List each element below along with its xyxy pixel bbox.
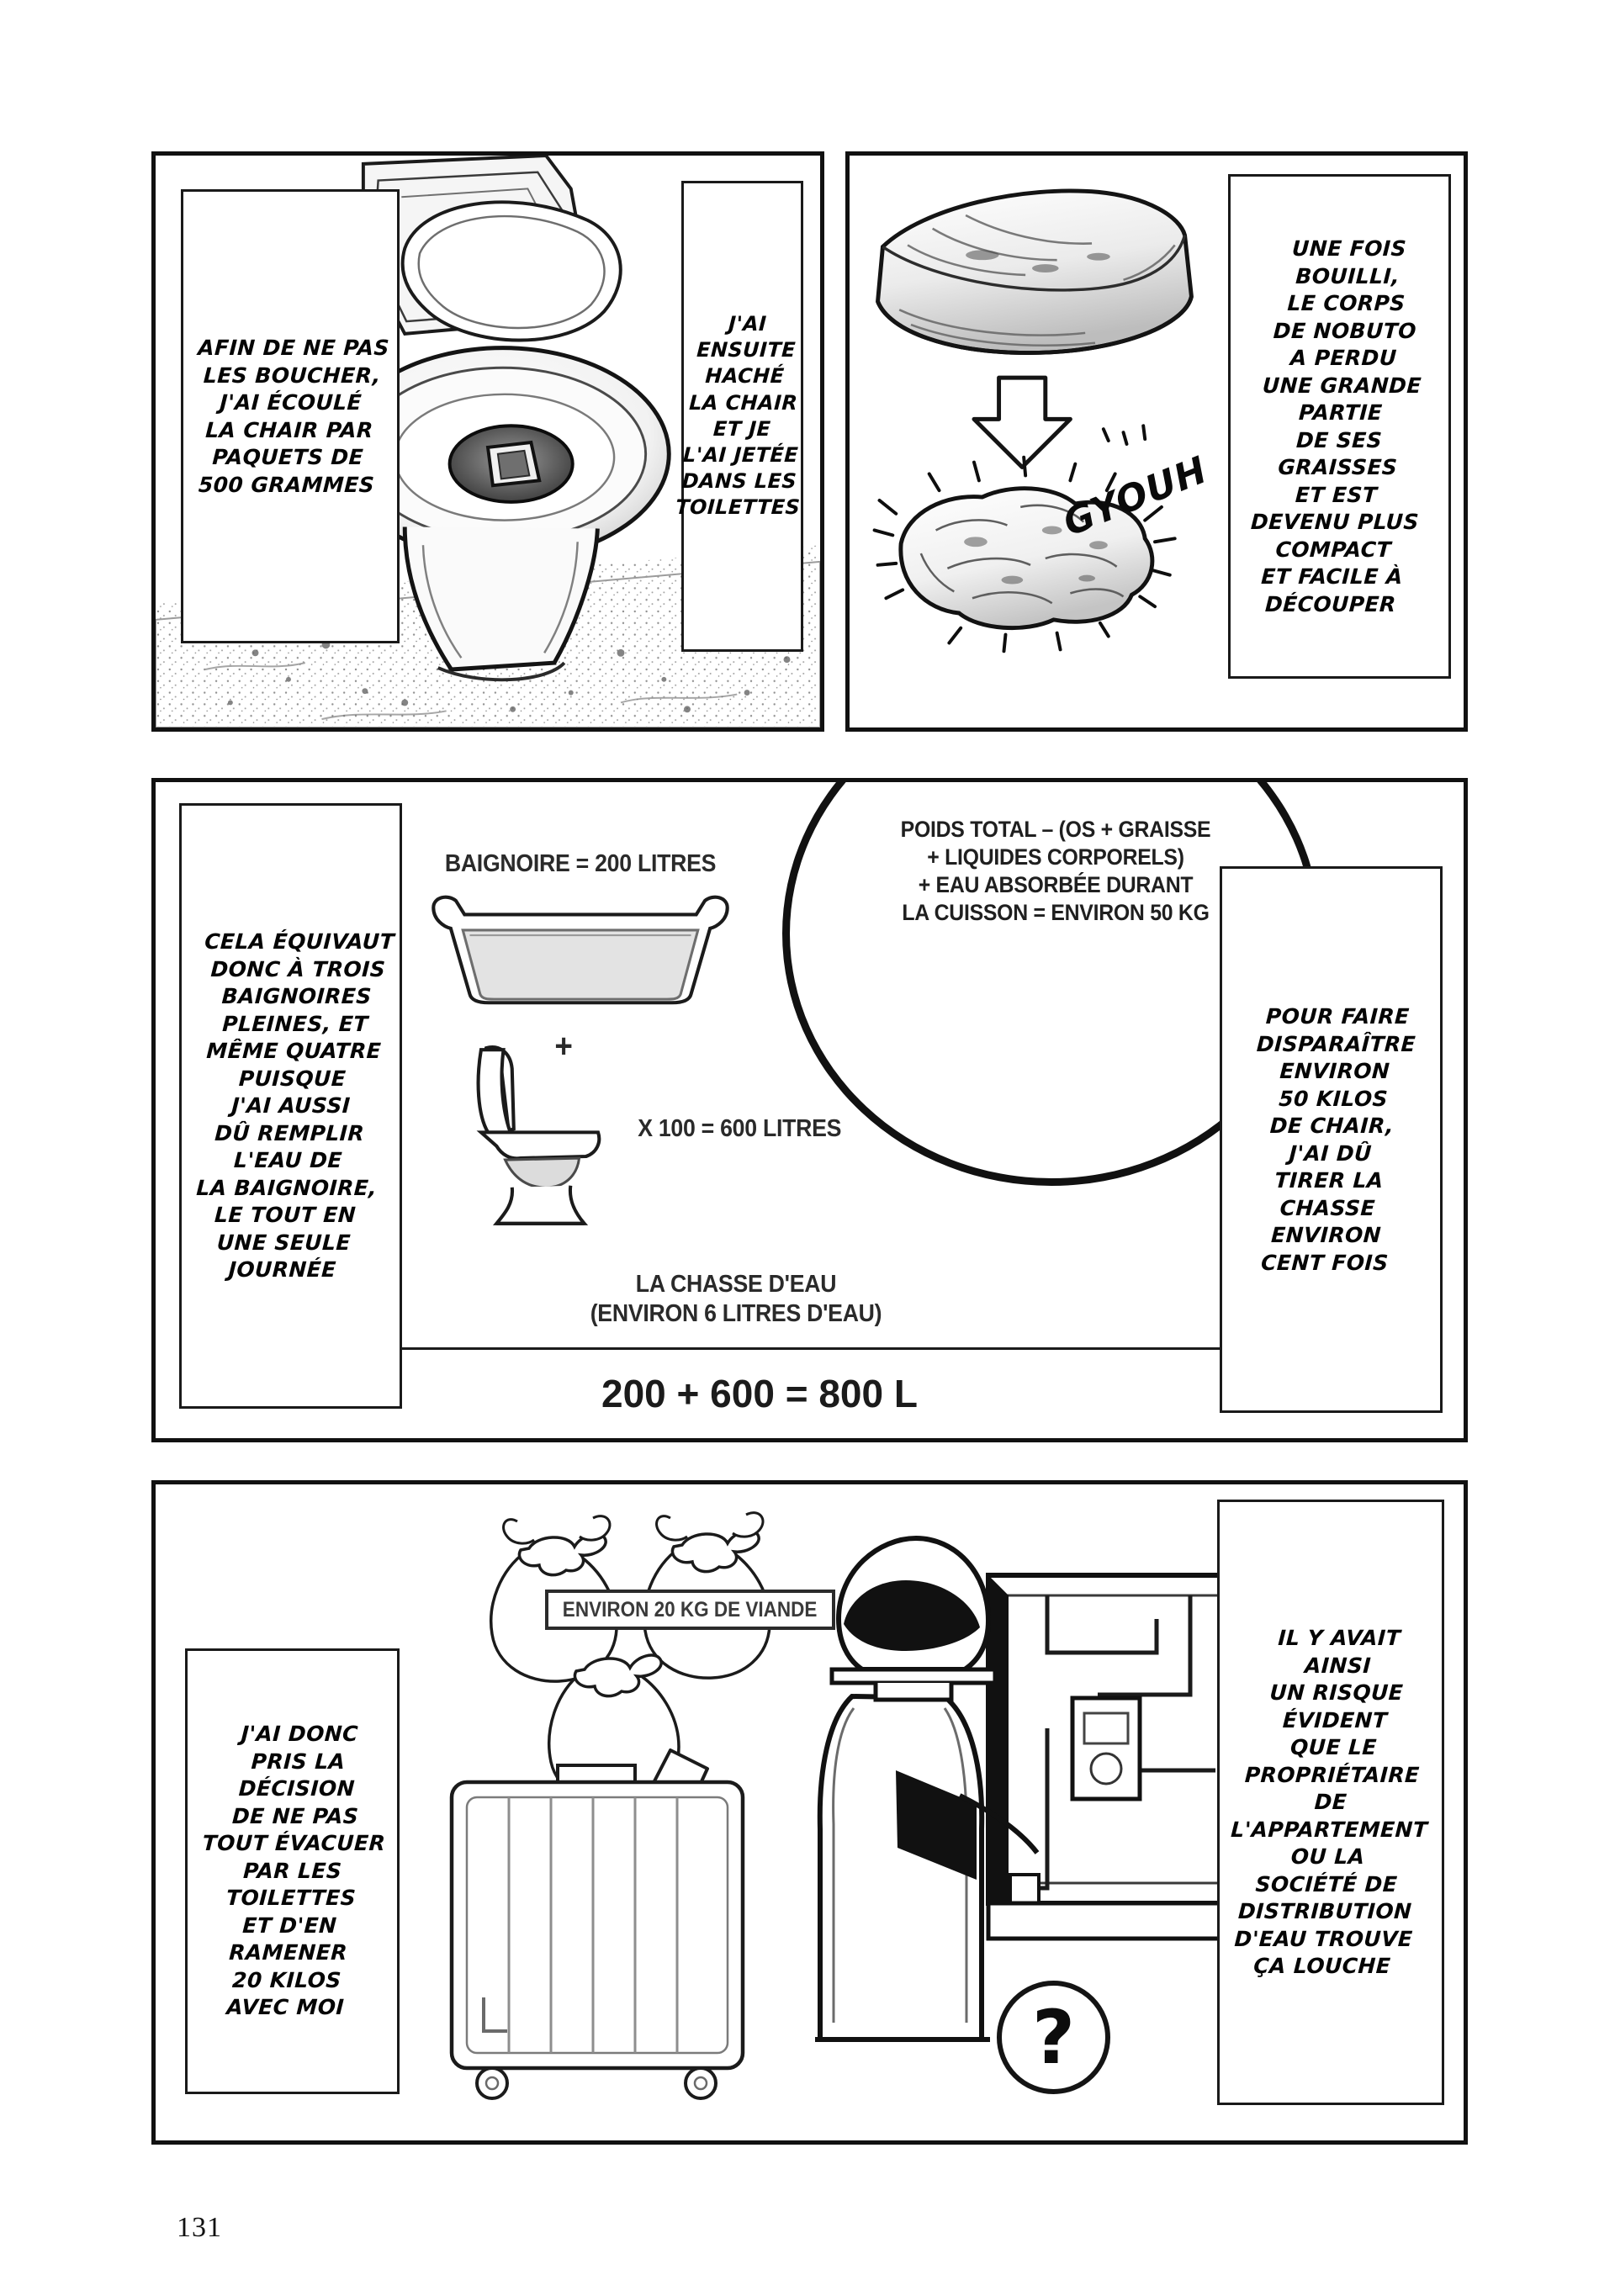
caption-take-20-kilos-text: J'AI DONC PRIS LA DÉCISION DE NE PAS TOU… bbox=[201, 1722, 386, 2020]
panel-toilet-flush: AFIN DE NE PAS LES BOUCHER, J'AI ÉCOULÉ … bbox=[151, 151, 824, 732]
cloth-bags-illustration bbox=[490, 1511, 771, 1796]
question-mark-text: ? bbox=[1031, 1994, 1076, 2081]
caption-flush-packets: AFIN DE NE PAS LES BOUCHER, J'AI ÉCOULÉ … bbox=[181, 189, 400, 643]
caption-landlord-risk: IL Y AVAIT AINSI UN RISQUE ÉVIDENT QUE L… bbox=[1217, 1500, 1444, 2105]
label-flush-note: LA CHASSE D'EAU (ENVIRON 6 LITRES D'EAU) bbox=[590, 1271, 882, 1328]
label-bathtub: BAIGNOIRE = 200 LITRES bbox=[444, 850, 717, 877]
caption-three-bathtubs: CELA ÉQUIVAUT DONC À TROIS BAIGNOIRES PL… bbox=[179, 803, 402, 1409]
bathtub-illustration bbox=[432, 895, 729, 1005]
caption-boiled-body-text: UNE FOIS BOUILLI, LE CORPS DE NOBUTO A P… bbox=[1249, 235, 1422, 616]
caption-take-20-kilos: J'AI DONC PRIS LA DÉCISION DE NE PAS TOU… bbox=[185, 1648, 400, 2094]
label-plus: + bbox=[554, 1028, 573, 1065]
question-bubble: ? bbox=[997, 1981, 1110, 2094]
label-toilet-multiplier: X 100 = 600 LITRES bbox=[638, 1115, 842, 1142]
panel-suitcase: ENVIRON 20 KG DE VIANDE bbox=[151, 1480, 1468, 2145]
label-meat-bags-box: ENVIRON 20 KG DE VIANDE bbox=[545, 1590, 835, 1630]
caption-flush-packets-text: AFIN DE NE PAS LES BOUCHER, J'AI ÉCOULÉ … bbox=[197, 335, 390, 497]
caption-boiled-body: UNE FOIS BOUILLI, LE CORPS DE NOBUTO A P… bbox=[1228, 174, 1451, 679]
caption-minced-flesh-text: J'AI ENSUITE HACHÉ LA CHAIR ET JE L'AI J… bbox=[675, 312, 801, 520]
caption-three-bathtubs-text: CELA ÉQUIVAUT DONC À TROIS BAIGNOIRES PL… bbox=[195, 928, 395, 1282]
label-equation: 200 + 600 = 800 L bbox=[601, 1372, 918, 1415]
caption-minced-flesh: J'AI ENSUITE HACHÉ LA CHAIR ET JE L'AI J… bbox=[675, 181, 803, 652]
toilet-icon-illustration bbox=[476, 1045, 601, 1225]
panel-boiled-body: GYOUH UNE FOIS BOUILLI, LE CORPS DE NOBU… bbox=[845, 151, 1468, 732]
caption-hundred-flushes: POUR FAIRE DISPARAÎTRE ENVIRON 50 KILOS … bbox=[1220, 866, 1443, 1413]
caption-landlord-risk-text: IL Y AVAIT AINSI UN RISQUE ÉVIDENT QUE L… bbox=[1230, 1625, 1429, 1978]
page-number: 131 bbox=[177, 2212, 222, 2243]
label-meat-bags-text: ENVIRON 20 KG DE VIANDE bbox=[563, 1597, 818, 1621]
panel-water-math: POIDS TOTAL – (OS + GRAISSE + LIQUIDES C… bbox=[151, 778, 1468, 1442]
worker-and-meter-illustration bbox=[815, 1535, 1257, 2042]
label-total-weight: POIDS TOTAL – (OS + GRAISSE + LIQUIDES C… bbox=[900, 817, 1211, 925]
equation-divider bbox=[314, 1347, 1298, 1350]
suitcase-illustration bbox=[449, 1764, 745, 2100]
caption-hundred-flushes-text: POUR FAIRE DISPARAÎTRE ENVIRON 50 KILOS … bbox=[1256, 1003, 1416, 1275]
